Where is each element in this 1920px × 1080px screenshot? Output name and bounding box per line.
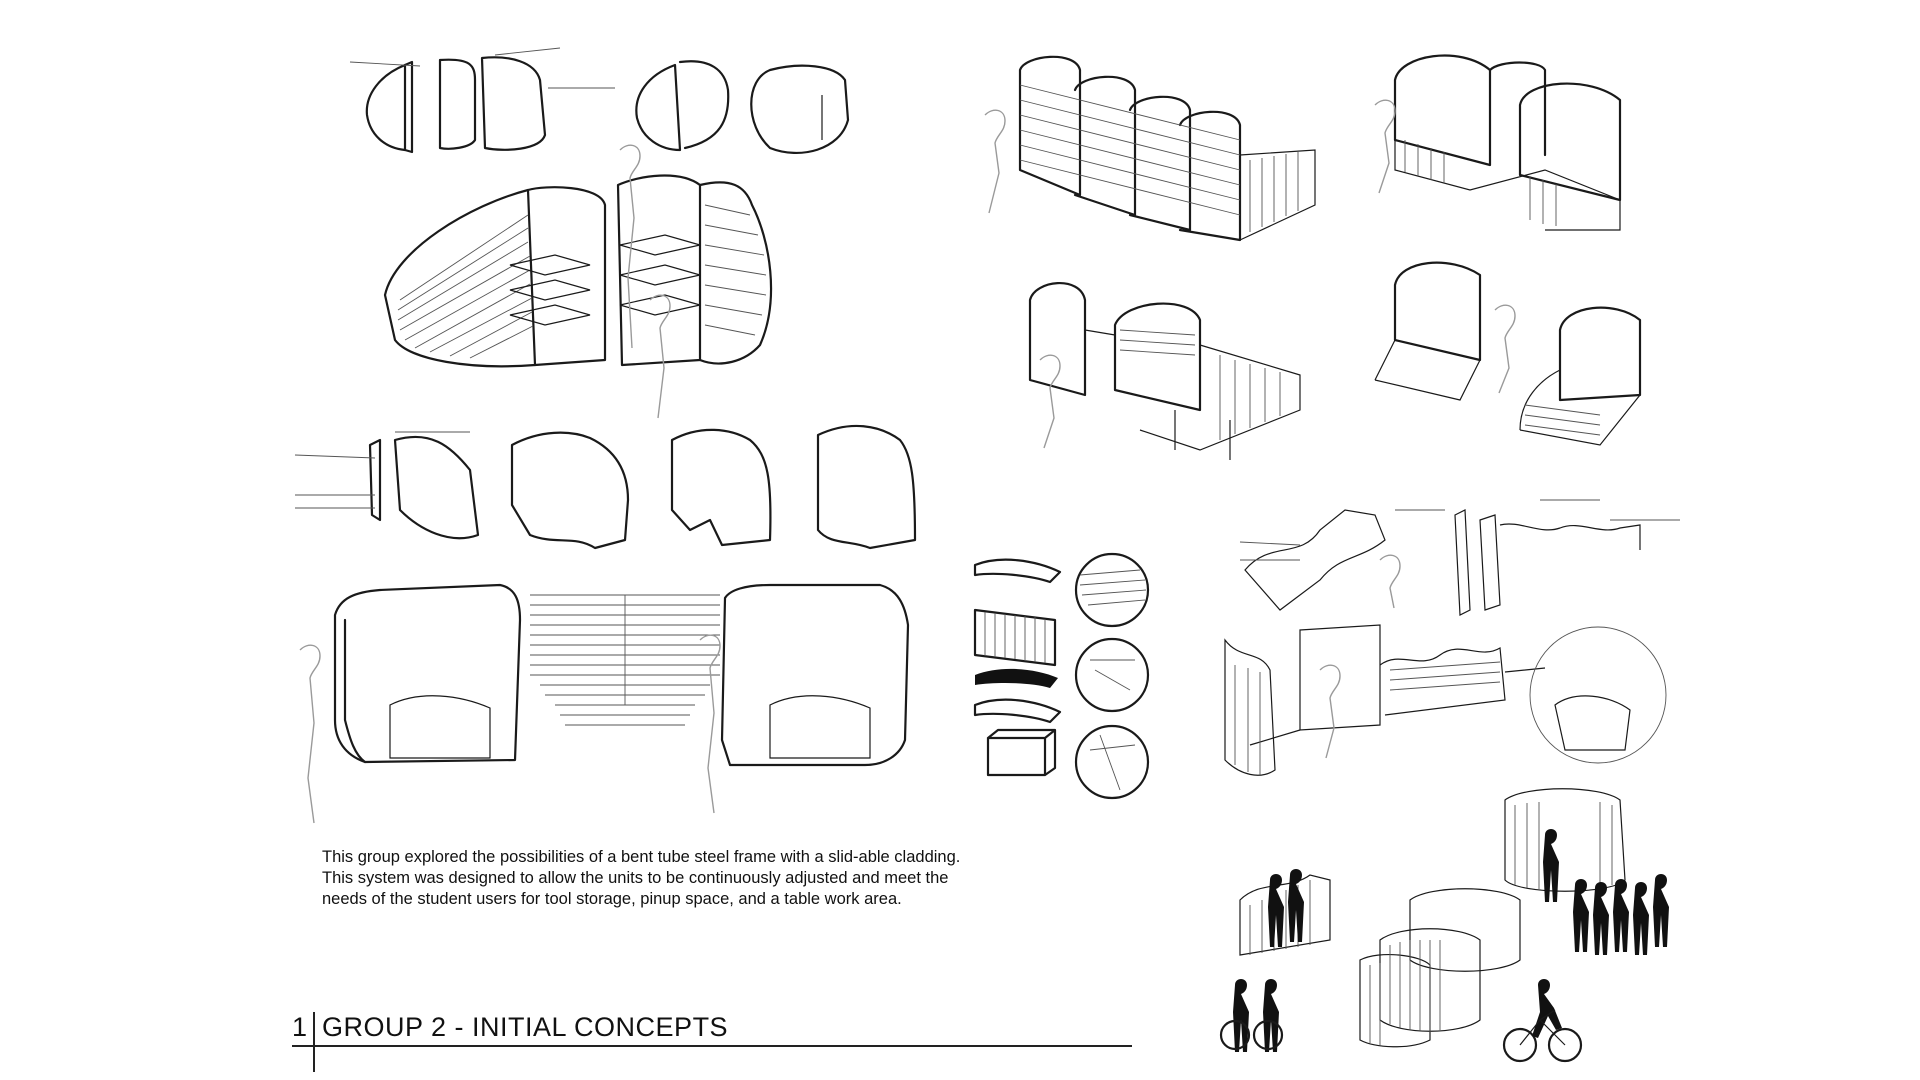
pod-shells-exploded-row [349,47,850,155]
sheet-title: GROUP 2 - INITIAL CONCEPTS [322,1012,729,1042]
title-divider-vertical [313,1012,315,1072]
pod-pair-with-louvres [299,583,910,824]
pod-shells-row-2 [294,424,917,550]
description-text: This group explored the possibilities of… [322,847,961,908]
sheet-number: 1 [292,1012,308,1042]
arch-frame-unit-1 [984,55,1316,242]
arch-frame-unit-4 [1374,261,1642,446]
installation-collage [1219,788,1669,1063]
arch-frame-unit-2 [1374,54,1622,231]
wave-counter-concepts [1239,499,1680,616]
wave-wall-system [1224,624,1667,776]
pod-unit-open-shelves [383,144,773,419]
component-details-column [973,552,1150,800]
arch-frame-unit-3 [1028,282,1301,460]
title-underline [292,1045,1132,1047]
